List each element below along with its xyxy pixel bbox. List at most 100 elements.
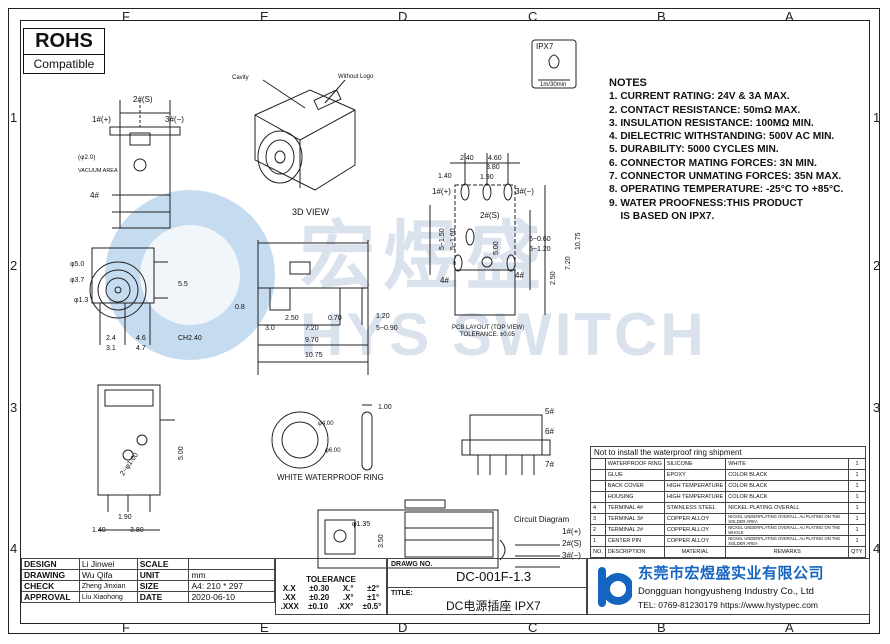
dim-380: 3.80 [486,164,500,171]
front-pin1-label: 1#(+) [92,115,111,124]
rohs-badge: ROHS Compatible [23,28,105,74]
note-item: 4. DIELECTRIC WITHSTANDING: 500V AC MIN. [609,131,835,143]
zone-row-left-1: 1 [10,110,18,125]
zone-col-bottom-c: C [528,620,538,635]
dim-120: 5−1.20 [529,246,551,253]
dim-140: 1.40 [438,173,452,180]
front-view-body [119,112,171,229]
pcb-tolerance-label: TOLERANCE: ±0.05 [460,332,516,338]
zone-row-left-4: 4 [10,541,18,556]
dim-120-side: 1.20 [376,313,390,320]
watermark-en: HYS SWITCH [300,301,707,368]
company-block: 东莞市宏煜盛实业有限公司 Dongguan hongyusheng Indust… [587,558,870,615]
dim-140-bottom: 1.40 [92,527,106,534]
pin6-label: 6# [545,427,554,436]
zone-col-top-a: A [785,9,794,24]
dim-100-ring: 1.00 [378,404,392,411]
dim-55: 5.5 [178,281,188,288]
size-value: A4: 210 * 297 [188,580,275,592]
tolerance-title: TOLERANCE [306,575,356,584]
drawing-label: DRAWING [21,569,80,581]
dim-ch240: CH2.40 [178,335,202,342]
date-value: 2020-06-10 [188,591,275,603]
circuit-pin3: 3#(−) [562,551,581,560]
water-drop-icon [548,54,560,69]
cavity-label: Cavity [232,75,249,81]
pin5-label: 5# [545,407,554,416]
dim-30: 3.0 [265,325,275,332]
note-item: 6. CONNECTOR MATING FORCES: 3N MIN. [609,157,817,169]
notes-block: NOTES 1. CURRENT RATING: 24V & 3A MAX. 2… [609,77,877,223]
ipx7-label: IPX7 [536,42,554,51]
front-face-outline [91,247,155,304]
design-label: DESIGN [21,558,80,570]
company-contact: TEL: 0769-81230179 https://www.hystypec.… [638,600,819,610]
tolerance-row: .XX±0.20.X°±1° [282,593,380,602]
zone-col-bottom-f: F [122,620,130,635]
dim-500-bottom: 5.00 [178,446,185,460]
drawing-no-label: DRAWG NO. [391,561,433,568]
note-item: 9. WATER PROOFNESS:THIS PRODUCT [609,197,803,209]
zone-col-bottom-a: A [785,620,794,635]
dim-720: 7.20 [565,256,572,270]
note-item: 3. INSULATION RESISTANCE: 100MΩ MIN. [609,117,814,129]
zone-row-right-1: 1 [873,110,881,125]
drawing-number-block: DRAWG NO. DC-001F-1.3 TITLE: DC电源插座 IPX7 [387,558,587,615]
scale-label: SCALE [136,558,190,570]
pcb-layout-label: PCB LAYOUT (TOP VIEW) [452,325,524,331]
without-logo-label: Without Logo [338,74,374,80]
dim-1075: 10.75 [575,232,582,250]
company-logo-icon [598,567,632,607]
dim-08: 0.8 [235,304,245,311]
waterproof-ring-label: WHITE WATERPROOF RING [277,473,384,482]
design-value: Li Jinwei [78,558,138,570]
connector-3d-body [254,89,356,191]
dim-190: 1.90 [480,174,494,181]
zone-row-right-4: 4 [873,541,881,556]
phi600-label: φ6.00 [325,448,341,454]
dim-060: 5−0.60 [529,236,551,243]
phi135-label: φ1.35 [352,521,370,528]
company-name-en: Dongguan hongyusheng Industry Co., Ltd [638,586,814,597]
front-pin2-label: 2#(S) [133,95,153,104]
drawing-border [20,20,870,624]
company-name-cn: 东莞市宏煜盛实业有限公司 [638,565,825,582]
pcb-pin4-left-label: 4# [440,276,449,285]
dim-250: 2.50 [550,271,557,285]
pin7-label: 7# [545,460,554,469]
rear-view-body [469,414,543,456]
circuit-diagram-title: Circuit Diagram [514,515,569,524]
zone-col-top-e: E [260,9,269,24]
zone-col-top-b: B [657,9,666,24]
waterproof-ring-outer [271,411,329,469]
watermark-logo-inner [140,225,240,325]
section-view-frame [317,509,499,569]
front-pin4-label: 4# [90,191,99,200]
rohs-subtitle: Compatible [33,57,95,71]
bom-title: Not to install the waterproof ring shipm… [590,446,866,458]
drawing-no-value: DC-001F-1.3 [456,569,532,584]
dim-190-bottom: 1.90 [118,514,132,521]
dim-1075-side: 10.75 [305,352,323,359]
rohs-title: ROHS [24,29,104,55]
phi50-label: φ5.0 [70,261,84,268]
zone-col-top-d: D [398,9,408,24]
notes-title: NOTES [609,77,647,89]
dim-720-side: 7.20 [305,325,319,332]
note-item: 1. CURRENT RATING: 24V & 3A MAX. [609,91,790,103]
approval-label: APPROVAL [21,591,80,603]
zone-col-bottom-b: B [657,620,666,635]
pcb-pin1-label: 1#(+) [432,187,451,196]
zone-row-right-3: 3 [873,400,881,415]
dim-460: 4.60 [488,155,502,162]
unit-label: UNIT [136,569,190,581]
zone-col-bottom-e: E [260,620,269,635]
dim-24: 2.4 [106,335,116,342]
dim-31: 3.1 [106,345,116,352]
